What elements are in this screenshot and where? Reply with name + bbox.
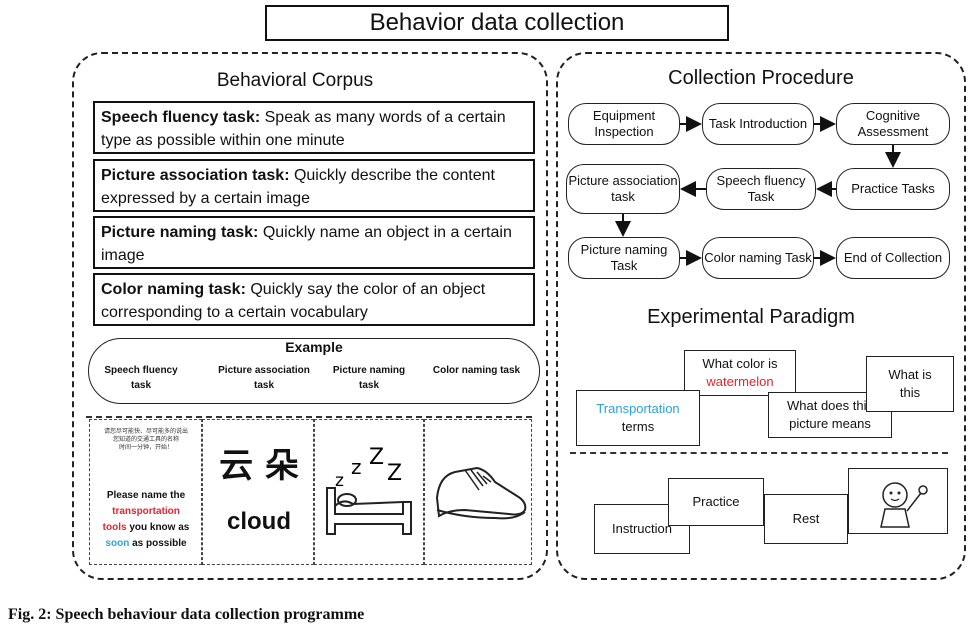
example-box: Example Speech fluency task Picture asso… <box>88 338 540 404</box>
scroll-what-color-word: watermelon <box>706 374 774 389</box>
cn-instruction-line2: 您知道的交通工具的名称 <box>112 437 179 443</box>
sleeping-bed-icon: z z Z Z <box>326 445 412 535</box>
en-instruction-e: soon <box>105 538 130 549</box>
cn-instruction-line3: 时间一分钟，开始！ <box>118 445 173 451</box>
figure-caption: Fig. 2: Speech behaviour data collection… <box>8 606 365 623</box>
task-desc: Quickly say the color of an object corre… <box>101 281 486 321</box>
scroll-transportation-word: Transportation <box>596 401 680 416</box>
seq-rest: Rest <box>764 494 848 544</box>
step-cognitive-assessment: Cognitive Assessment <box>836 103 950 145</box>
svg-text:Z: Z <box>369 445 384 470</box>
scroll-what-color: What color is watermelon <box>684 350 796 396</box>
task-picture-association: Picture association task: Quickly descri… <box>93 159 535 212</box>
seq-practice: Practice <box>668 478 764 526</box>
behavioral-corpus-title: Behavioral Corpus <box>216 70 374 91</box>
task-name: Picture naming task: <box>101 224 259 241</box>
scroll-what-color-line1: What color is <box>702 356 778 371</box>
step-equipment-inspection: Equipment Inspection <box>568 103 680 145</box>
seq-instruction: Instruction <box>594 504 690 554</box>
step-end-of-collection: End of Collection <box>836 237 950 279</box>
collection-panel <box>556 52 966 580</box>
scroll-what-is-this: What is this <box>866 356 954 412</box>
cartoon-child-icon <box>880 482 928 528</box>
task-picture-naming: Picture naming task: Quickly name an obj… <box>93 216 535 269</box>
image-cell-picture-association: 云 朵 cloud <box>202 419 314 565</box>
chinese-word-cloud: 云 朵 <box>219 446 299 486</box>
svg-text:z: z <box>351 455 362 479</box>
en-instruction-f: as possible <box>129 538 187 549</box>
task-desc: Quickly name an object in a certain imag… <box>101 224 512 264</box>
task-desc: Quickly describe the content expressed b… <box>101 167 495 207</box>
task-desc: Speak as many words of a certain type as… <box>101 109 506 149</box>
en-instruction-b: transportation <box>112 506 180 517</box>
example-item-picture-naming: Picture naming task <box>332 365 406 391</box>
experimental-paradigm-title: Experimental Paradigm <box>647 306 855 328</box>
example-item-color-naming: Color naming task <box>432 365 521 376</box>
cn-instruction-line1: 请您尽可能快、尽可能多的说出 <box>103 429 188 435</box>
en-instruction-a: Please name the <box>106 490 186 501</box>
task-speech-fluency: Speech fluency task: Speak as many words… <box>93 101 535 154</box>
step-picture-association: Picture association task <box>566 164 680 214</box>
example-item-picture-association: Picture association task <box>218 365 310 391</box>
svg-text:z: z <box>335 471 344 491</box>
english-word-cloud: cloud <box>227 508 291 535</box>
seq-cartoon-child <box>848 468 948 534</box>
image-cell-color-naming <box>424 419 532 565</box>
task-name: Picture association task: <box>101 167 290 184</box>
task-name: Speech fluency task: <box>101 109 261 126</box>
step-color-naming: Color naming Task <box>702 237 814 279</box>
step-speech-fluency: Speech fluency Task <box>706 168 816 210</box>
svg-text:Z: Z <box>387 461 402 486</box>
en-instruction-d: you know as <box>126 522 190 533</box>
step-task-introduction: Task Introduction <box>702 103 814 145</box>
scroll-transportation-line2: terms <box>621 419 655 434</box>
image-cell-picture-naming: z z Z Z <box>314 419 424 565</box>
example-images-row <box>86 416 532 568</box>
example-title: Example <box>285 339 343 355</box>
paradigm-divider <box>570 452 948 454</box>
task-name: Color naming task: <box>101 281 246 298</box>
image-cell-speech-fluency: 请您尽可能快、尽可能多的说出 您知道的交通工具的名称 时间一分钟，开始！ Ple… <box>89 419 202 565</box>
collection-procedure-title: Collection Procedure <box>668 67 854 89</box>
step-picture-naming: Picture naming Task <box>568 237 680 279</box>
shoe-icon <box>435 466 527 520</box>
behavioral-corpus-panel <box>72 52 548 580</box>
step-practice-tasks: Practice Tasks <box>836 168 950 210</box>
task-color-naming: Color naming task: Quickly say the color… <box>93 273 535 326</box>
scroll-transportation: Transportation terms <box>576 390 700 446</box>
en-instruction-c: tools <box>102 522 127 533</box>
main-title: Behavior data collection <box>265 5 729 41</box>
example-item-speech-fluency: Speech fluency task <box>104 365 178 391</box>
